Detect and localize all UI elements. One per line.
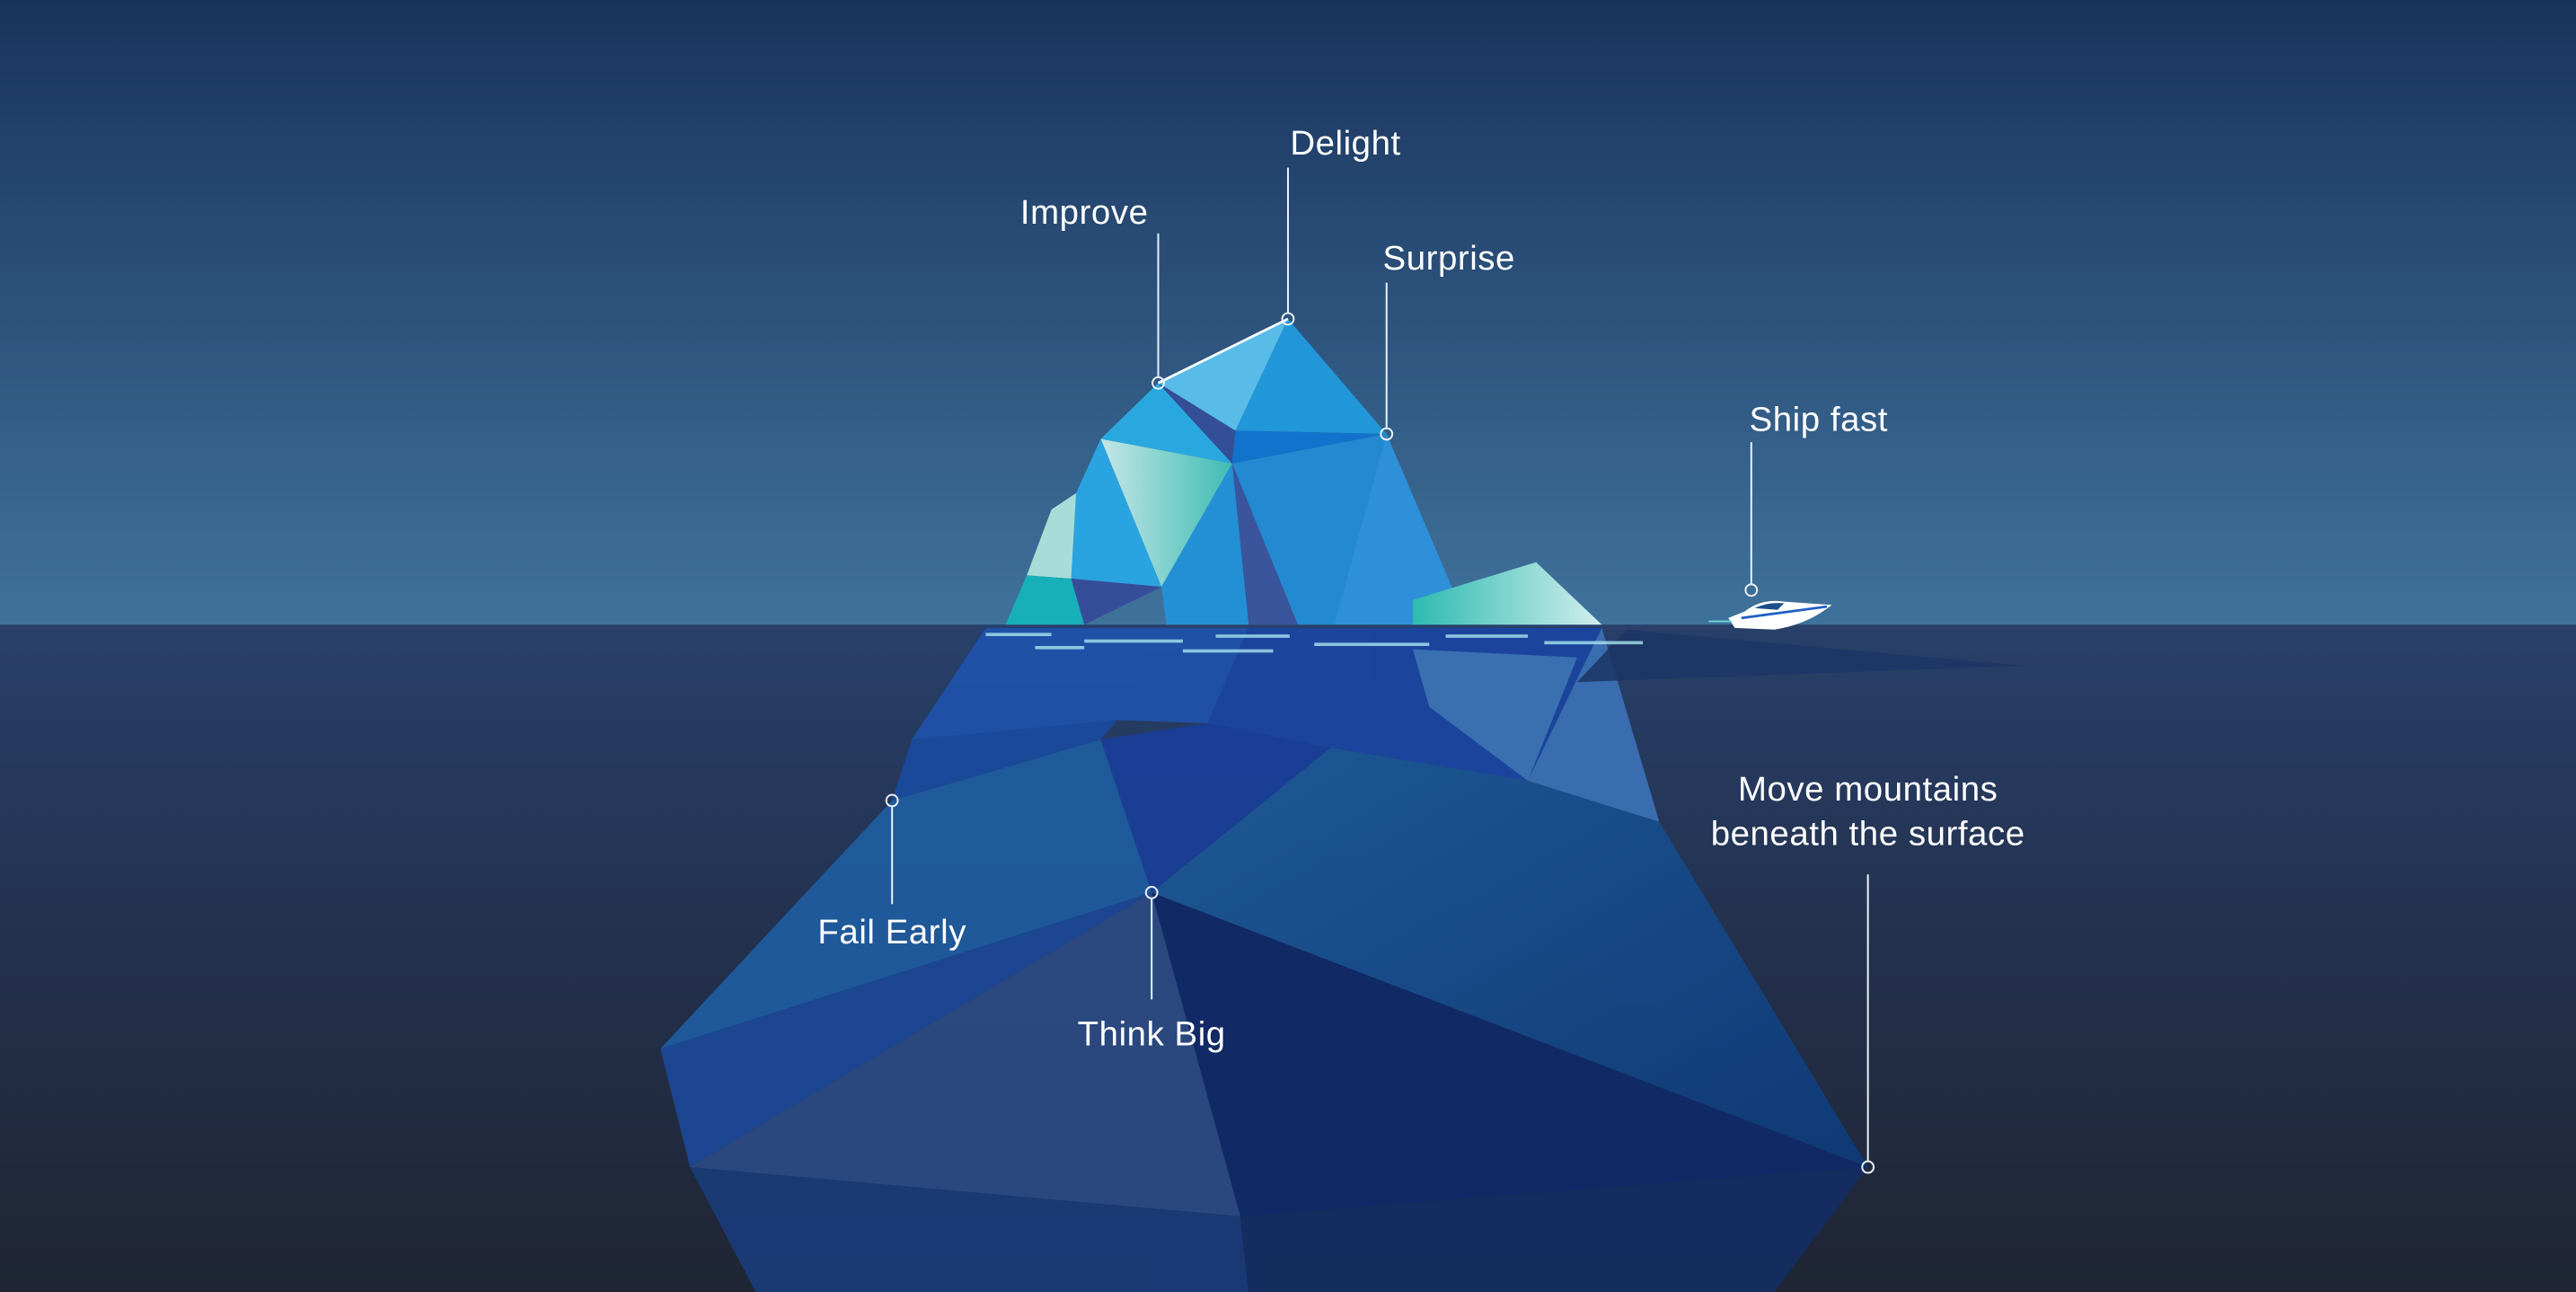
label-move-mountains-line1: Move mountains bbox=[1738, 770, 1998, 809]
callout-delight: Delight bbox=[1281, 124, 1400, 326]
label-fail-early: Fail Early bbox=[817, 913, 966, 951]
callout-fail-early: Fail Early bbox=[817, 793, 966, 951]
marker-icon bbox=[1151, 376, 1165, 390]
water-sparkles bbox=[985, 633, 1644, 653]
callout-think-big: Think Big bbox=[1078, 886, 1226, 1054]
label-improve: Improve bbox=[1020, 193, 1149, 232]
label-move-mountains-line2: beneath the surface bbox=[1711, 814, 2025, 853]
label-surprise: Surprise bbox=[1383, 239, 1515, 278]
marker-icon bbox=[1744, 583, 1759, 597]
callout-improve: Improve bbox=[1020, 193, 1165, 390]
marker-icon bbox=[1144, 886, 1159, 899]
label-ship-fast: Ship fast bbox=[1750, 400, 1888, 438]
callout-surprise: Surprise bbox=[1380, 239, 1515, 441]
marker-icon bbox=[1281, 312, 1295, 326]
marker-icon bbox=[1861, 1160, 1875, 1174]
boat-shadow bbox=[1576, 629, 2025, 683]
iceberg-above-water bbox=[1005, 317, 1602, 625]
speedboat bbox=[1708, 600, 1832, 630]
marker-icon bbox=[885, 793, 899, 808]
label-delight: Delight bbox=[1290, 124, 1400, 163]
label-think-big: Think Big bbox=[1078, 1015, 1226, 1054]
callout-ship-fast: Ship fast bbox=[1744, 400, 1888, 597]
iceberg-underwater bbox=[660, 627, 1868, 1292]
callout-move-mountains: Move mountains beneath the surface bbox=[1711, 770, 2025, 1174]
marker-icon bbox=[1380, 427, 1394, 441]
